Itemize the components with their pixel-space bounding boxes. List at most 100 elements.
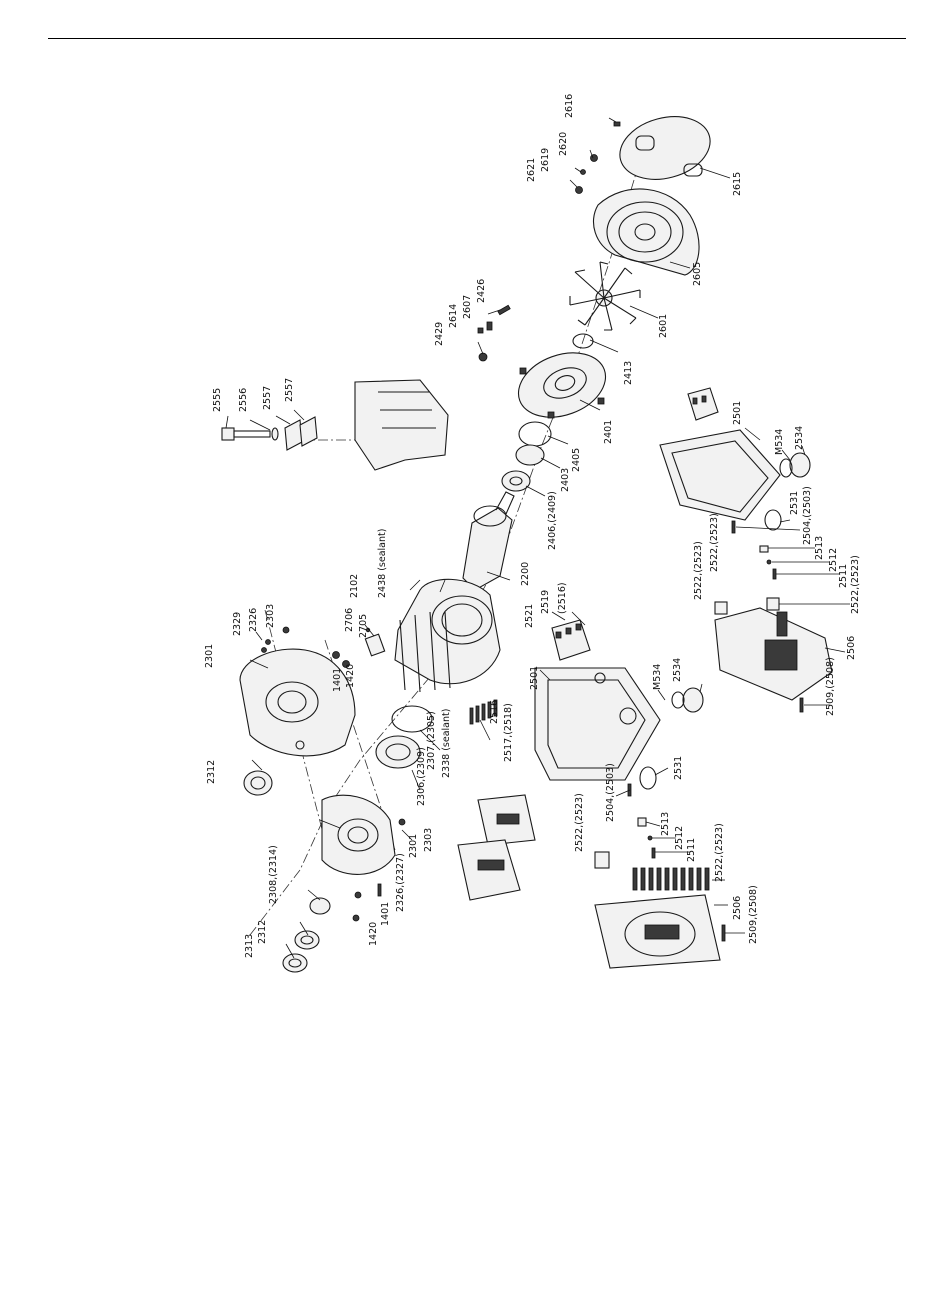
- label-1420-lower: 1420: [368, 922, 379, 946]
- header-rule: [48, 38, 906, 39]
- label-2522-right-a: 2522,(2523): [709, 513, 720, 572]
- label-2200: 2200: [520, 562, 531, 586]
- label-2555: 2555: [212, 388, 223, 412]
- ring-2308: [309, 897, 331, 915]
- terminal-box-right: [659, 387, 781, 521]
- label-2509-center: 2509,(2508): [748, 885, 759, 944]
- label-1401-lower: 1401: [380, 902, 391, 926]
- label-2619: 2619: [540, 148, 551, 172]
- label-2504-right: 2504,(2503): [802, 486, 813, 545]
- terminal-pins: [469, 699, 498, 725]
- leader-lines: [225, 117, 850, 959]
- label-2620: 2620: [558, 132, 569, 156]
- seal-ring-2312: [243, 770, 273, 796]
- label-2531-center: 2531: [673, 756, 684, 780]
- flange-end-shield: [239, 648, 356, 757]
- label-2308: 2308,(2314): [268, 845, 279, 904]
- label-2534-right: 2534: [794, 426, 805, 450]
- stator-housing: [394, 578, 501, 693]
- label-2426: 2426: [476, 279, 487, 303]
- label-2605: 2605: [692, 262, 703, 286]
- bearing-2406: [501, 470, 531, 492]
- label-1420: 1420: [345, 664, 356, 688]
- flange-bolts-top: [261, 626, 350, 668]
- label-2329: 2329: [232, 612, 243, 636]
- label-2516: 2516: [489, 700, 500, 724]
- ring-2312b: [294, 930, 320, 950]
- flange-end-shield-lower: [321, 794, 396, 875]
- label-2312-lower: 2312: [257, 920, 268, 944]
- label-2501-center: 2501: [529, 666, 540, 690]
- label-2301: 2301: [204, 644, 215, 668]
- screw-2511c: [651, 847, 656, 859]
- label-2313: 2313: [244, 934, 255, 958]
- terminal-strip: [632, 867, 710, 891]
- label-2513-center: 2513: [660, 812, 671, 836]
- bearing-2403: [515, 444, 545, 466]
- label-2522-center: 2522,(2523): [574, 793, 585, 852]
- label-2326: 2326: [248, 608, 259, 632]
- label-2406: 2406,(2409): [547, 491, 558, 550]
- label-2615: 2615: [732, 172, 743, 196]
- cable-gland-center: [671, 687, 704, 713]
- label-2519: 2519: [540, 590, 551, 614]
- terminal-cover-right: [714, 607, 833, 701]
- label-2607: 2607: [462, 295, 473, 319]
- label-2516b: (2516): [557, 582, 568, 614]
- pin-2326b: [377, 883, 382, 897]
- label-2403: 2403: [560, 468, 571, 492]
- screw-2509c: [721, 924, 726, 942]
- small-parts-right: [714, 520, 780, 615]
- label-2534-center: 2534: [672, 658, 683, 682]
- terminal-block: [551, 619, 591, 661]
- label-2312: 2312: [206, 760, 217, 784]
- circlip: [391, 705, 433, 733]
- label-2413: 2413: [623, 361, 634, 385]
- fan: [569, 261, 641, 331]
- label-2557a: 2557: [262, 386, 273, 410]
- label-m534-right: M534: [774, 429, 785, 455]
- clip-2513c: [637, 817, 647, 827]
- label-2306: 2306,(2309): [416, 747, 427, 806]
- label-2511-center: 2511: [686, 838, 697, 862]
- cover-disc: [619, 116, 711, 180]
- gasket-2531r: [764, 509, 782, 531]
- label-2401: 2401: [603, 420, 614, 444]
- label-2705: 2705: [358, 614, 369, 638]
- label-2531-right: 2531: [789, 491, 800, 515]
- label-2429: 2429: [434, 322, 445, 346]
- foot-section: [354, 379, 449, 471]
- label-2621: 2621: [526, 158, 537, 182]
- gasket-2531c: [639, 766, 657, 790]
- label-2616: 2616: [564, 94, 575, 118]
- bolt-1401b: [354, 891, 362, 899]
- label-2512-center: 2512: [674, 826, 685, 850]
- label-2522-right: 2522,(2523): [850, 555, 861, 614]
- label-2506-center: 2506: [732, 896, 743, 920]
- label-2307: 2307,(2305): [426, 711, 437, 770]
- bolt-1420b: [352, 914, 360, 922]
- cover-screws: [575, 121, 621, 194]
- ring-2313: [282, 953, 308, 973]
- ring-2405: [518, 421, 552, 447]
- label-2303: 2303: [265, 604, 276, 628]
- label-2511-right: 2511: [838, 564, 849, 588]
- bolt-2303b: [398, 818, 406, 826]
- label-2614: 2614: [448, 304, 459, 328]
- label-2509-right: 2509,(2508): [825, 657, 836, 716]
- label-2504-center: 2504,(2503): [605, 763, 616, 822]
- part-labels: 2616 2620 2619 2621 2615 2605 2601 2413 …: [204, 94, 861, 958]
- shaft-seal: [375, 735, 421, 769]
- label-2102: 2102: [349, 574, 360, 598]
- label-2522-center-2: 2522,(2523): [714, 823, 725, 882]
- label-2601: 2601: [658, 314, 669, 338]
- label-2557b: 2557: [284, 378, 295, 402]
- label-2522-right-b: 2522,(2523): [693, 541, 704, 600]
- terminal-cover-center: [594, 894, 721, 969]
- grease-nipple: [477, 304, 511, 362]
- label-2556: 2556: [238, 388, 249, 412]
- bar-2522c: [594, 851, 610, 869]
- label-2517: 2517,(2518): [503, 703, 514, 762]
- label-2706: 2706: [344, 608, 355, 632]
- label-2438: 2438 (sealant): [377, 529, 388, 598]
